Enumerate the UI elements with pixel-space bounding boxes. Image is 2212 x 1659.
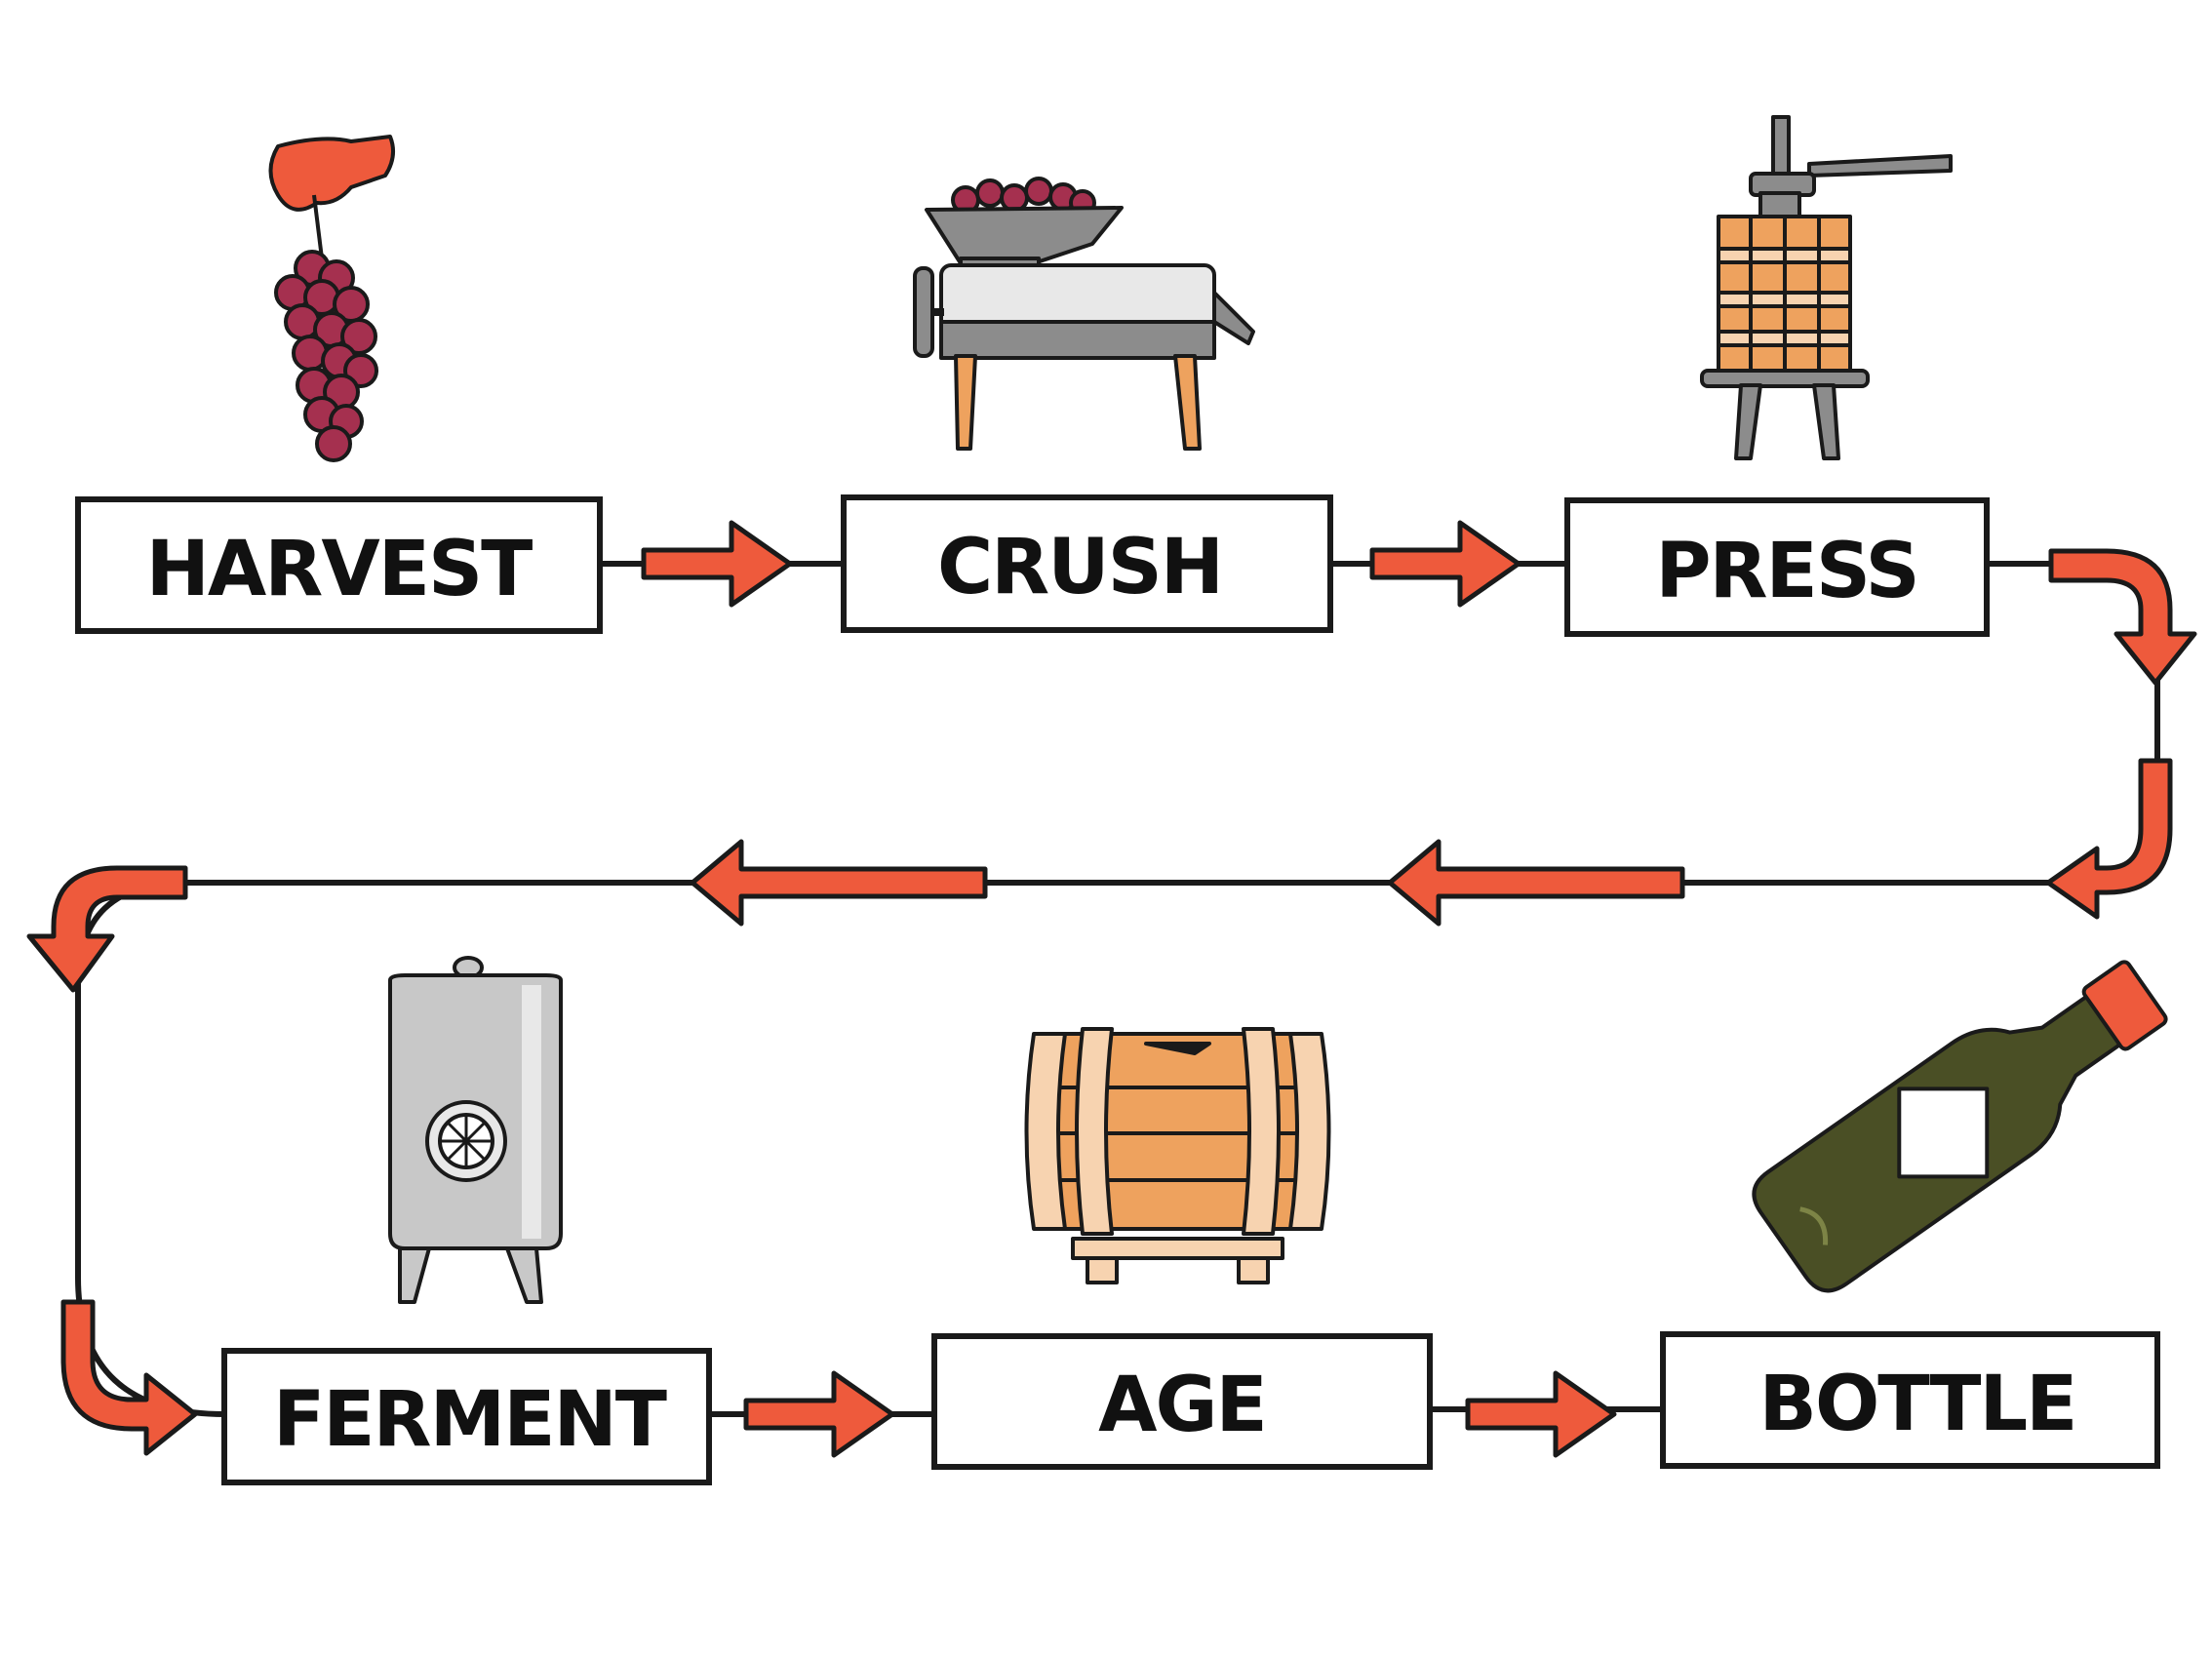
grape-harvest-icon bbox=[268, 135, 396, 462]
wine-press-icon bbox=[1700, 115, 1953, 460]
wine-bottle-icon bbox=[1752, 960, 2168, 1293]
step-label-bottle: BOTTLE bbox=[1759, 1361, 2076, 1448]
step-label-ferment: FERMENT bbox=[273, 1376, 667, 1464]
step-label-harvest: HARVEST bbox=[146, 526, 533, 613]
crusher-icon bbox=[913, 177, 1255, 451]
step-box-harvest: HARVEST bbox=[75, 496, 603, 634]
step-box-bottle: BOTTLE bbox=[1660, 1331, 2160, 1469]
fermentation-tank-icon bbox=[388, 956, 563, 1304]
barrel-icon bbox=[1024, 1027, 1331, 1284]
step-label-press: PRESS bbox=[1655, 528, 1917, 615]
step-box-press: PRESS bbox=[1564, 497, 1990, 637]
step-label-crush: CRUSH bbox=[937, 524, 1222, 612]
step-box-age: AGE bbox=[931, 1333, 1433, 1470]
turn-arrows bbox=[26, 548, 2197, 1456]
step-box-ferment: FERMENT bbox=[221, 1348, 712, 1485]
step-box-crush: CRUSH bbox=[841, 494, 1333, 633]
step-label-age: AGE bbox=[1098, 1362, 1266, 1449]
flow-arrows bbox=[644, 523, 1682, 1455]
